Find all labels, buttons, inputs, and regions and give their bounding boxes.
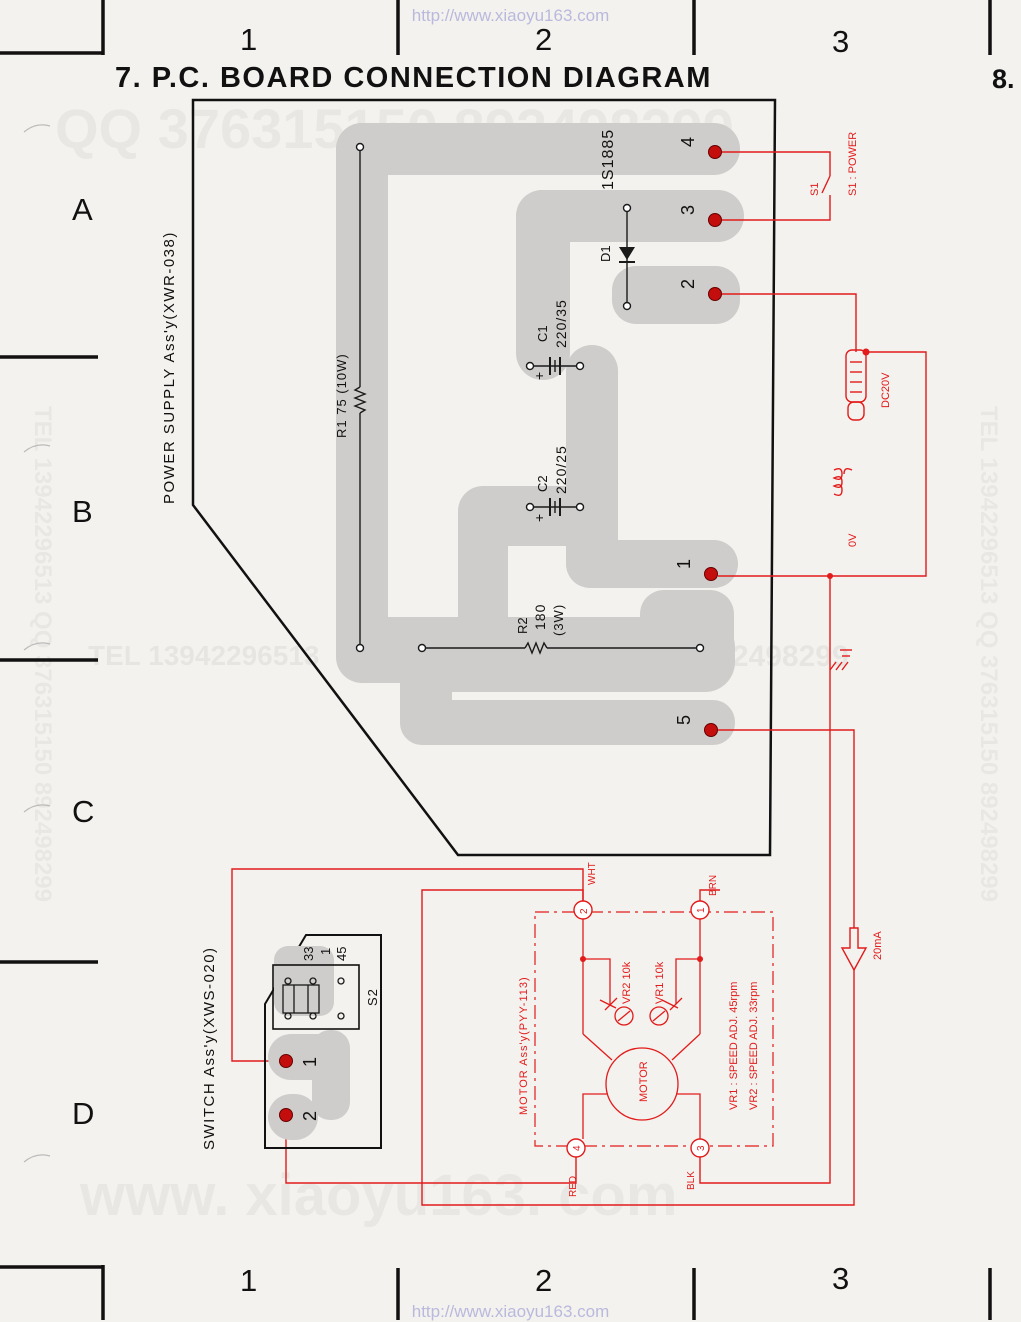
vr2-label: VR2 10k: [621, 961, 633, 1004]
switch-board-outline: [264, 934, 382, 1149]
source-url-bottom: http://www.xiaoyu163.com: [411, 1302, 610, 1321]
switch-copper-traces: [268, 946, 350, 1140]
r2-value-label: 180: [532, 604, 548, 630]
row-D: D: [72, 1096, 95, 1131]
motor-assembly-label: MOTOR Ass'y(PYY-113): [518, 976, 530, 1115]
column-3-bottom: 3: [832, 1261, 850, 1296]
vr2-description: VR2 : SPEED ADJ. 33rpm: [748, 982, 760, 1110]
d1-value-label: 1S1885: [600, 129, 617, 190]
switch-45-label: 45: [334, 947, 349, 961]
current-20ma-label: 20mA: [872, 931, 884, 960]
r2-name-label: R2: [515, 617, 530, 634]
switch-terminal-1-label: 1: [300, 1057, 320, 1067]
column-1-top: 1: [240, 22, 258, 57]
motor-terminal-2-label: 2: [579, 908, 590, 914]
c1-value-label: 220/35: [553, 299, 569, 348]
row-A: A: [72, 192, 93, 227]
capacitor-plates: [549, 357, 561, 516]
power-supply-terminal-pads: [704, 145, 722, 737]
terminal-4-label: 4: [678, 137, 698, 147]
column-1-bottom: 1: [240, 1263, 258, 1298]
d1-name-label: D1: [598, 245, 613, 262]
terminal-1-label: 1: [674, 559, 694, 569]
c1-plus: +: [531, 372, 547, 380]
motor-assembly-outline: [534, 911, 774, 1147]
page-title: 7. P.C. BOARD CONNECTION DIAGRAM: [115, 62, 712, 94]
row-C: C: [72, 794, 95, 829]
punch-hole-marks: [23, 124, 51, 1163]
motor-center-label: MOTOR: [638, 1061, 650, 1102]
motor-terminal-3-label: 3: [696, 1145, 707, 1151]
switch-1-label: 1: [318, 948, 333, 955]
terminal-2-label: 2: [678, 279, 698, 289]
zero-volt-label: 0V: [847, 533, 859, 547]
column-2-bottom: 2: [535, 1263, 553, 1298]
motor-internal-wiring: [582, 919, 701, 1139]
c2-plus: +: [531, 514, 547, 522]
diode-d1-symbol: [619, 247, 635, 260]
r1-label: R1 75 (10W): [334, 353, 349, 438]
slide-switch-s2: [272, 964, 360, 1030]
power-supply-assembly-label: POWER SUPPLY Ass'y(XWR-038): [161, 231, 178, 504]
s1-label: S1: [809, 183, 821, 196]
dc20v-label: DC20V: [880, 372, 892, 408]
wire-blk-label: BLK: [686, 1171, 697, 1190]
watermark-tel: TEL 13942296513: [88, 640, 320, 671]
switch-terminal-2-label: 2: [300, 1111, 320, 1121]
junction-dot: [827, 573, 833, 579]
column-3-top: 3: [832, 24, 850, 59]
wire-red-label: RED: [568, 1176, 579, 1197]
external-wiring: [231, 151, 927, 1206]
junction-dot: [862, 348, 870, 356]
wire-brn-label: BRN: [708, 875, 719, 896]
vr1-description: VR1 : SPEED ADJ. 45rpm: [728, 982, 740, 1110]
motor-terminal-1-label: 1: [696, 907, 707, 913]
c2-name-label: C2: [535, 475, 550, 492]
next-section-number: 8.: [992, 64, 1015, 94]
terminal-5-label: 5: [674, 715, 694, 725]
wire-wht-label: WHT: [587, 862, 598, 885]
switch-s2-contacts: [282, 977, 345, 1020]
power-supply-board-outline: [191, 98, 777, 857]
power-supply-copper-traces: [336, 123, 744, 745]
source-url-top: http://www.xiaoyu163.com: [411, 6, 610, 25]
c2-value-label: 220/25: [553, 445, 569, 494]
registration-marks: [0, 0, 992, 1320]
watermark-www: www. xiaoyu163. com: [80, 1162, 677, 1229]
switch-assembly-label: SWITCH Ass'y(XWS-020): [201, 946, 218, 1150]
switch-33-label: 33: [301, 947, 316, 961]
motor-terminals: [566, 900, 710, 1158]
s1-power-label: S1 : POWER: [847, 132, 859, 196]
motor-terminal-4-label: 4: [572, 1145, 583, 1151]
column-2-top: 2: [535, 22, 553, 57]
r2-rating-label: (3W): [551, 604, 566, 636]
s2-label: S2: [365, 988, 380, 1006]
vr1-label: VR1 10k: [654, 961, 666, 1004]
switch-terminal-pads: [279, 1054, 293, 1122]
terminal-3-label: 3: [678, 205, 698, 215]
c1-name-label: C1: [535, 325, 550, 342]
row-B: B: [72, 494, 93, 529]
